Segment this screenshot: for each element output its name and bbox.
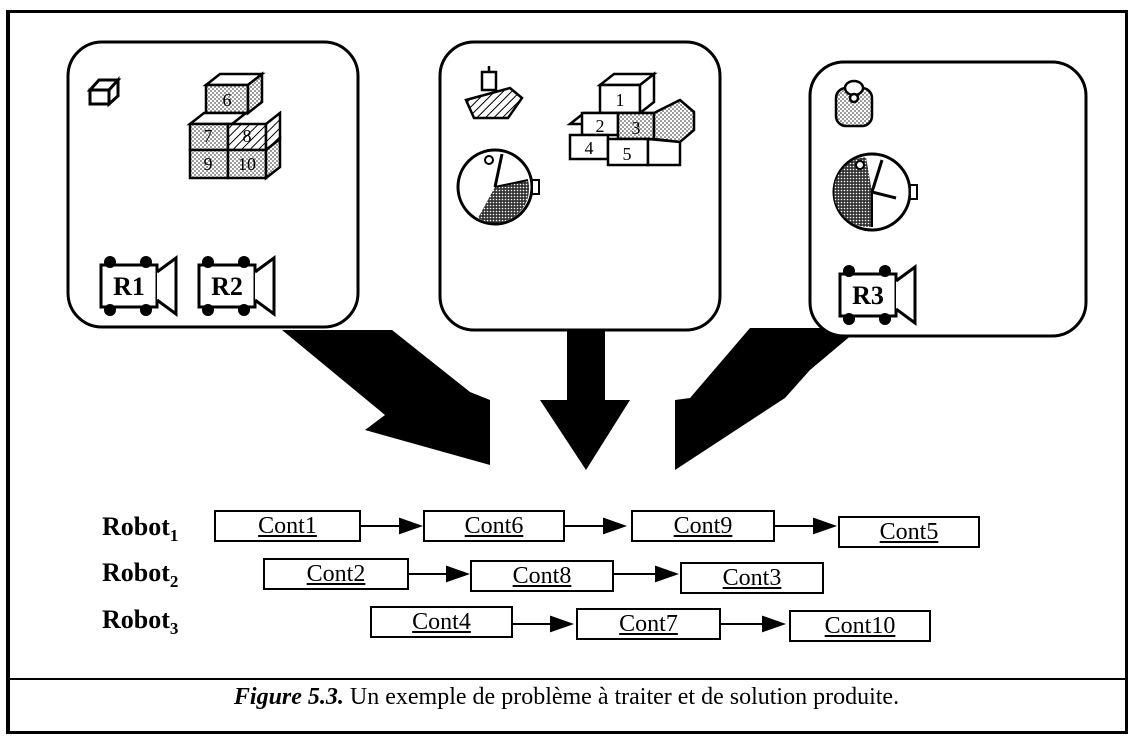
ship-box-label: 5 xyxy=(623,144,632,164)
caption-divider xyxy=(6,678,1128,680)
container-box: Cont8 xyxy=(470,560,614,592)
container-box: Cont5 xyxy=(838,516,980,548)
robot-1-label: Robot1 xyxy=(102,512,179,546)
right-merge-arrow xyxy=(675,328,860,470)
container-box: Cont4 xyxy=(370,606,513,638)
ship-box-label: 4 xyxy=(585,138,594,158)
robot-r3-label: R3 xyxy=(852,281,884,310)
ship-box-label: 3 xyxy=(632,118,641,138)
plan-arrow xyxy=(603,517,628,535)
depot-box-label: 8 xyxy=(243,126,252,146)
ship-box-label: 1 xyxy=(616,90,625,110)
figure-frame xyxy=(6,10,1128,734)
plan-arrow xyxy=(655,565,680,583)
panel-depot: 6 7 8 9 10 R1 R2 xyxy=(66,40,360,329)
container-box: Cont9 xyxy=(631,510,775,542)
plan-arrow xyxy=(762,615,787,633)
depot-box-label: 7 xyxy=(204,126,213,146)
figure-caption: Figure 5.3. Un exemple de problème à tra… xyxy=(0,684,1133,711)
container-box: Cont2 xyxy=(263,558,409,590)
left-merge-arrow xyxy=(282,330,490,465)
container-box: Cont10 xyxy=(789,610,931,642)
robot-3-label: Robot3 xyxy=(102,605,179,639)
panel-port: R3 xyxy=(808,60,1088,338)
depot-box-label: 9 xyxy=(204,154,213,174)
robot-r1-label: R1 xyxy=(113,272,145,301)
robot-r3: R3 xyxy=(838,264,917,326)
clock-icon xyxy=(456,148,540,226)
plan-arrow xyxy=(550,615,575,633)
robot-r2-label: R2 xyxy=(211,272,243,301)
crane-hook-icon xyxy=(834,79,874,128)
plan-arrow xyxy=(446,565,471,583)
container-box: Cont6 xyxy=(423,510,565,542)
robot-r1: R1 xyxy=(99,255,178,317)
container-box: Cont3 xyxy=(680,562,824,594)
center-merge-arrow xyxy=(540,325,630,470)
robot-2-label: Robot2 xyxy=(102,558,179,592)
merge-arrows xyxy=(282,325,860,470)
caption-text: Un exemple de problème à traiter et de s… xyxy=(349,684,900,710)
ship-icon xyxy=(464,66,524,120)
robot-r2: R2 xyxy=(197,255,276,317)
plan-arrows xyxy=(361,517,838,633)
warehouse-icon xyxy=(86,76,122,108)
plan-arrow xyxy=(399,517,424,535)
ship-box-label: 2 xyxy=(596,116,605,136)
depot-box-label: 10 xyxy=(238,154,256,174)
depot-box-label: 6 xyxy=(223,90,232,110)
container-stack-ship: 1 2 3 4 5 xyxy=(566,71,696,167)
container-box: Cont1 xyxy=(214,510,361,542)
figure-number: Figure 5.3. xyxy=(233,684,344,710)
container-stack-depot: 6 7 8 9 10 xyxy=(186,71,282,181)
panel-ship: 1 2 3 4 5 xyxy=(438,40,722,332)
clock-icon xyxy=(832,152,918,232)
plan-arrow xyxy=(813,517,838,535)
container-box: Cont7 xyxy=(576,608,721,640)
